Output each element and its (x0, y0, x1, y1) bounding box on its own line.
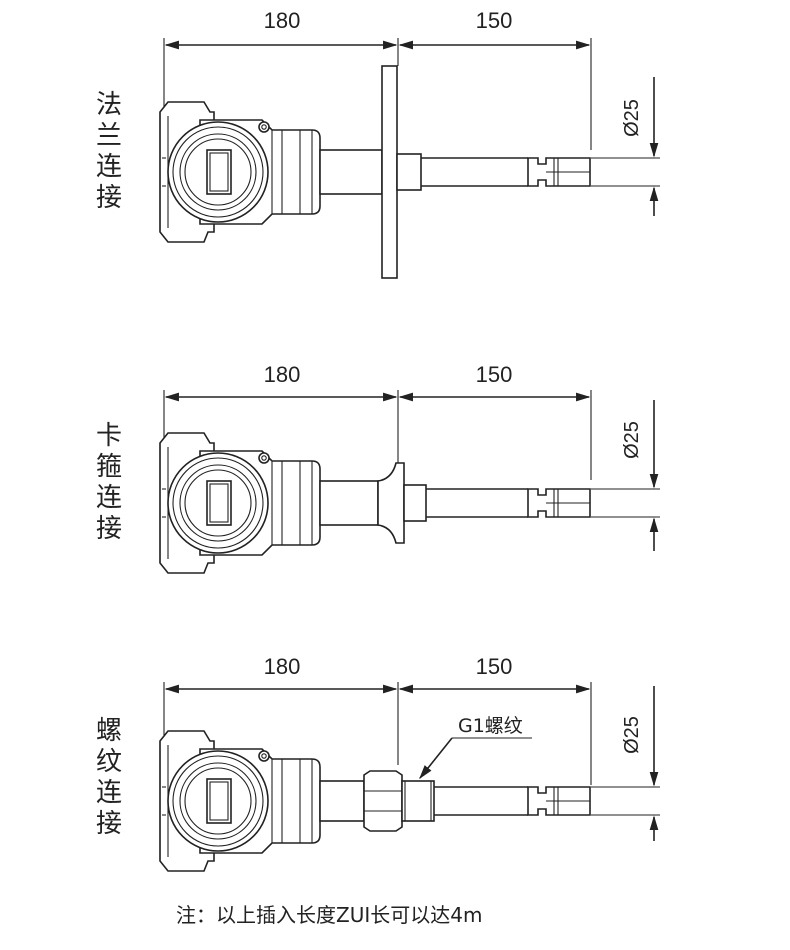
flange-label-char: 法 (95, 90, 122, 120)
flange-dim-dia: Ø25 (621, 99, 643, 137)
clamp-dim-dia: Ø25 (621, 421, 643, 459)
clamp-label-char: 卡 (95, 421, 122, 451)
flange-side-label: 法 兰 连 接 (92, 90, 126, 214)
flange-label-char: 连 (95, 152, 122, 182)
thread-dim-dia: Ø25 (621, 716, 643, 754)
clamp-label-char: 接 (95, 514, 122, 544)
clamp-label-char: 箍 (95, 452, 122, 482)
thread-label-char: 纹 (95, 747, 122, 777)
flange-label-char: 接 (95, 183, 122, 213)
thread-assembly (159, 682, 660, 872)
thread-label-char: 接 (95, 809, 122, 839)
flange-dim-150: 150 (476, 8, 513, 33)
clamp-side-label: 卡 箍 连 接 (92, 421, 126, 545)
clamp-assembly (159, 390, 660, 574)
thread-dim-180: 180 (264, 654, 301, 679)
clamp-label-char: 连 (95, 483, 122, 513)
flange-label-char: 兰 (95, 121, 122, 151)
clamp-dim-180: 180 (264, 362, 301, 387)
thread-label-char: 螺 (95, 716, 122, 746)
flange-assembly (159, 38, 660, 279)
thread-label-char: 连 (95, 778, 122, 808)
clamp-dim-150: 150 (476, 362, 513, 387)
footnote: 注：以上插入长度ZUI长可以达4m (176, 903, 483, 927)
thread-callout: G1螺纹 (458, 715, 523, 737)
thread-side-label: 螺 纹 连 接 (92, 716, 126, 840)
thread-dim-150: 150 (476, 654, 513, 679)
flange-dim-180: 180 (264, 8, 301, 33)
